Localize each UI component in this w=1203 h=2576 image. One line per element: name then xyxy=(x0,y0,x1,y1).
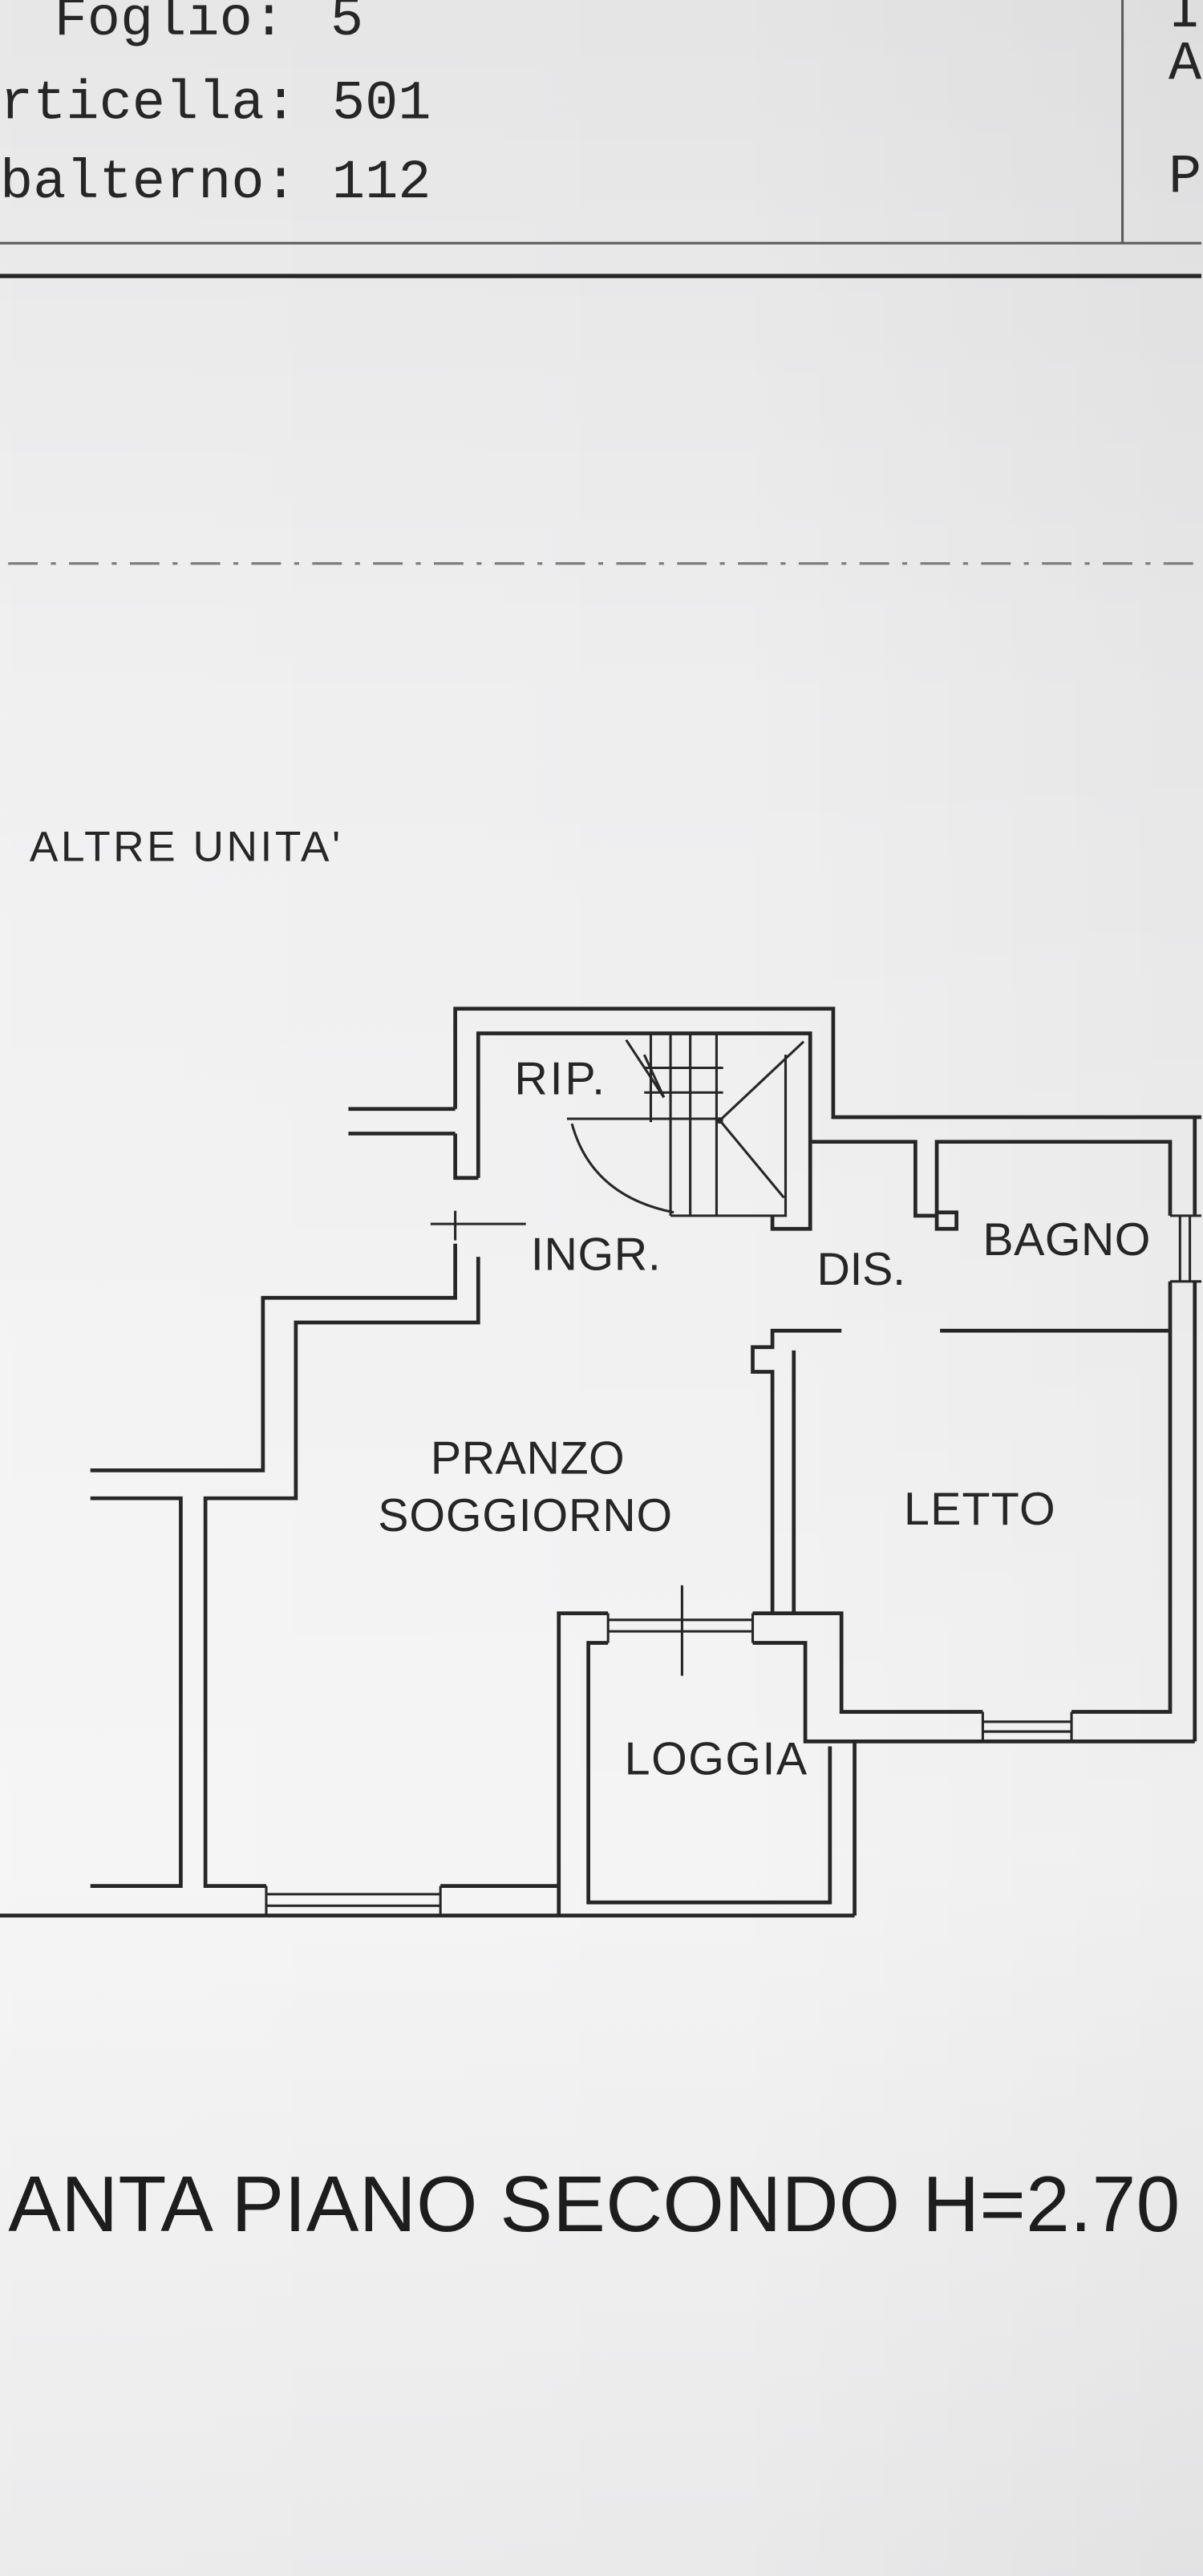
room-label-ingr: INGR. xyxy=(531,1229,661,1280)
cadastral-header: Foglio: 5 rticella: 501 balterno: 112 I … xyxy=(0,0,1202,278)
subunit-label: balterno: xyxy=(0,152,298,214)
adjacent-units-label: ALTRE UNITA' xyxy=(30,823,340,870)
stair-winder-curve xyxy=(570,1123,674,1214)
stair-direction-arrow xyxy=(625,1039,666,1099)
room-label-rip: RIP. xyxy=(514,1053,605,1104)
parcel-value: 501 xyxy=(332,72,431,135)
bathroom-walls xyxy=(810,1116,1201,1742)
right-column-fragment: P xyxy=(1169,147,1201,209)
living-outer-wall xyxy=(90,1243,457,1472)
loggia-walls xyxy=(557,1585,857,1916)
parcel-label: rticella: xyxy=(0,72,298,135)
room-label-pranzo: PRANZO xyxy=(431,1432,625,1484)
room-label-loggia: LOGGIA xyxy=(625,1733,808,1784)
room-label-bagno: BAGNO xyxy=(982,1214,1150,1266)
sheet-label: Foglio: xyxy=(55,0,286,51)
stair-diagonal xyxy=(719,1040,805,1122)
bathroom-window xyxy=(1170,1214,1201,1283)
room-label-soggiorno: SOGGIORNO xyxy=(378,1490,672,1541)
stair-stringer xyxy=(670,1055,788,1217)
floor-title: ANTA PIANO SECONDO H=2.70 xyxy=(8,2160,1180,2248)
stair-diagonal xyxy=(719,1120,785,1199)
room-label-dis: DIS. xyxy=(816,1244,905,1295)
living-window xyxy=(265,1885,442,1916)
bedroom-outer-wall-west xyxy=(751,1328,842,1614)
stair-core xyxy=(348,1007,1201,1231)
right-column-fragment: A xyxy=(1169,33,1202,95)
entrance-upper-jamb xyxy=(453,1133,479,1181)
bathroom-inner-wall xyxy=(810,1140,1173,1231)
loggia-door-window xyxy=(606,1613,755,1643)
bedroom-window xyxy=(981,1711,1073,1742)
stair-core-inner-wall xyxy=(476,1031,812,1231)
loggia-inner-wall xyxy=(586,1641,832,1905)
subunit-value: 112 xyxy=(332,152,431,214)
loggia-outer-wall xyxy=(557,1611,609,1916)
living-area-walls xyxy=(0,1210,855,1918)
stair-core-outer-wall xyxy=(453,1007,1201,1120)
sheet-value: 5 xyxy=(330,0,363,51)
stair-pivot-dot xyxy=(716,1116,723,1124)
bedroom-inner-wall-east xyxy=(1071,1281,1173,1714)
adjacent-unit-wall xyxy=(90,1496,183,1888)
staircase xyxy=(566,1033,805,1217)
bedroom-outer-wall-south xyxy=(752,1641,1195,1744)
right-column-fragment: I xyxy=(1169,0,1201,43)
bedroom-walls xyxy=(751,1281,1195,1744)
bedroom-inner-wall-south xyxy=(752,1611,983,1714)
living-inner-wall xyxy=(203,1257,480,1888)
room-label-letto: LETTO xyxy=(904,1484,1055,1535)
